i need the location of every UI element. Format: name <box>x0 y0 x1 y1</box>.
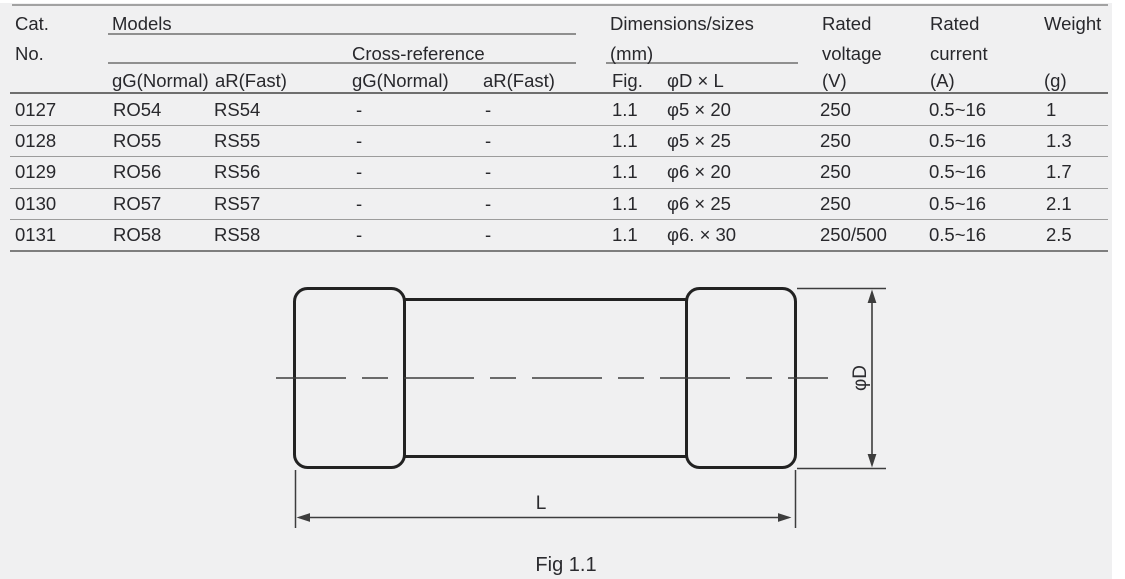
cell-cat-no: 0129 <box>15 161 57 183</box>
cell-model-ar: RS58 <box>214 224 261 246</box>
cell-xref-gg: - <box>356 161 363 183</box>
length-arrow-right <box>778 513 792 522</box>
cell-model-gg: RO55 <box>113 129 162 151</box>
cell-weight: 1.7 <box>1046 161 1072 183</box>
cell-weight: 1 <box>1046 98 1057 120</box>
length-label: L <box>536 493 547 514</box>
cell-xref-ar: - <box>485 98 492 120</box>
cell-xref-ar: - <box>485 224 492 246</box>
diameter-arrow-down <box>867 454 877 468</box>
table-row: 0127 RO54 RS54 - - 1.1 φ5 × 20 250 0.5~1… <box>10 95 1108 126</box>
cell-model-gg: RO58 <box>113 224 162 246</box>
cell-model-gg: RO54 <box>113 98 162 120</box>
cell-cat-no: 0131 <box>15 224 57 246</box>
subheader-weight-unit: (g) <box>1044 70 1067 91</box>
header-models: Models <box>112 13 172 34</box>
figure-caption: Fig 1.1 <box>535 554 596 576</box>
cell-model-ar: RS54 <box>214 98 261 120</box>
cell-weight: 2.1 <box>1046 192 1072 214</box>
page-top-margin <box>0 0 1125 3</box>
diameter-label: φD <box>850 365 871 391</box>
cell-cat-no: 0127 <box>15 98 57 120</box>
header-bottom-rule <box>10 91 1108 95</box>
subheader-d-x-l: φD × L <box>667 70 724 91</box>
cell-model-gg: RO57 <box>113 192 162 214</box>
cell-xref-ar: - <box>485 129 492 151</box>
table-top-rule <box>12 4 1108 6</box>
header-cat: Cat. <box>15 13 49 34</box>
cell-rated-voltage: 250 <box>820 192 851 214</box>
cell-weight: 1.3 <box>1046 129 1072 151</box>
cell-rated-voltage: 250/500 <box>820 224 887 246</box>
cell-model-ar: RS55 <box>214 129 261 151</box>
cell-xref-gg: - <box>356 129 363 151</box>
cell-weight: 2.5 <box>1046 224 1072 246</box>
subheader-voltage-unit: (V) <box>822 70 847 91</box>
models-underline-rule <box>108 33 576 35</box>
cell-rated-current: 0.5~16 <box>929 129 987 151</box>
header-dimensions: Dimensions/sizes <box>610 13 754 34</box>
cell-d-x-l: φ6. × 30 <box>667 224 737 246</box>
cell-xref-ar: - <box>485 161 492 183</box>
subheader-models-gg: gG(Normal) <box>112 70 209 91</box>
fuse-figure: φD L Fig 1.1 <box>276 287 886 576</box>
cell-d-x-l: φ5 × 25 <box>667 129 731 151</box>
header-cross-reference: Cross-reference <box>352 43 485 64</box>
table-rows: 0127 RO54 RS54 - - 1.1 φ5 × 20 250 0.5~1… <box>10 95 1108 253</box>
subheader-models-ar: aR(Fast) <box>215 70 287 91</box>
page-right-margin <box>1112 0 1125 579</box>
cell-model-gg: RO56 <box>113 161 162 183</box>
subheader-xref-ar: aR(Fast) <box>483 70 555 91</box>
cell-rated-current: 0.5~16 <box>929 192 987 214</box>
cell-rated-voltage: 250 <box>820 98 851 120</box>
table-row: 0130 RO57 RS57 - - 1.1 φ6 × 25 250 0.5~1… <box>10 189 1108 221</box>
header-rated-voltage: Rated <box>822 13 872 34</box>
cell-fig: 1.1 <box>612 129 638 151</box>
dimensions-underline-rule <box>606 62 798 64</box>
cell-fig: 1.1 <box>612 192 638 214</box>
subheader-xref-gg: gG(Normal) <box>352 70 449 91</box>
cross-reference-underline-rule <box>108 62 576 64</box>
cell-fig: 1.1 <box>612 224 638 246</box>
cell-fig: 1.1 <box>612 161 638 183</box>
cell-rated-current: 0.5~16 <box>929 161 987 183</box>
diameter-arrow-up <box>867 289 877 303</box>
cell-model-ar: RS56 <box>214 161 261 183</box>
cell-rated-current: 0.5~16 <box>929 98 987 120</box>
table-row: 0131 RO58 RS58 - - 1.1 φ6. × 30 250/500 … <box>10 220 1108 253</box>
header-voltage-word: voltage <box>822 43 882 64</box>
cell-xref-gg: - <box>356 98 363 120</box>
cell-d-x-l: φ6 × 20 <box>667 161 731 183</box>
cell-cat-no: 0128 <box>15 129 57 151</box>
table-row: 0128 RO55 RS55 - - 1.1 φ5 × 25 250 0.5~1… <box>10 126 1108 158</box>
header-dimensions-unit: (mm) <box>610 43 654 64</box>
subheader-fig: Fig. <box>612 70 643 91</box>
header-current-word: current <box>930 43 988 64</box>
cell-model-ar: RS57 <box>214 192 261 214</box>
cell-rated-voltage: 250 <box>820 129 851 151</box>
cell-xref-gg: - <box>356 224 363 246</box>
header-no: No. <box>15 43 44 64</box>
length-arrow-left <box>296 513 310 522</box>
cell-rated-current: 0.5~16 <box>929 224 987 246</box>
subheader-current-unit: (A) <box>930 70 955 91</box>
header-rated-current: Rated <box>930 13 980 34</box>
cell-fig: 1.1 <box>612 98 638 120</box>
cell-rated-voltage: 250 <box>820 161 851 183</box>
cell-cat-no: 0130 <box>15 192 57 214</box>
cell-xref-ar: - <box>485 192 492 214</box>
cell-d-x-l: φ6 × 25 <box>667 192 731 214</box>
cell-d-x-l: φ5 × 20 <box>667 98 731 120</box>
header-weight: Weight <box>1044 13 1102 34</box>
table-row: 0129 RO56 RS56 - - 1.1 φ6 × 20 250 0.5~1… <box>10 157 1108 189</box>
cell-xref-gg: - <box>356 192 363 214</box>
